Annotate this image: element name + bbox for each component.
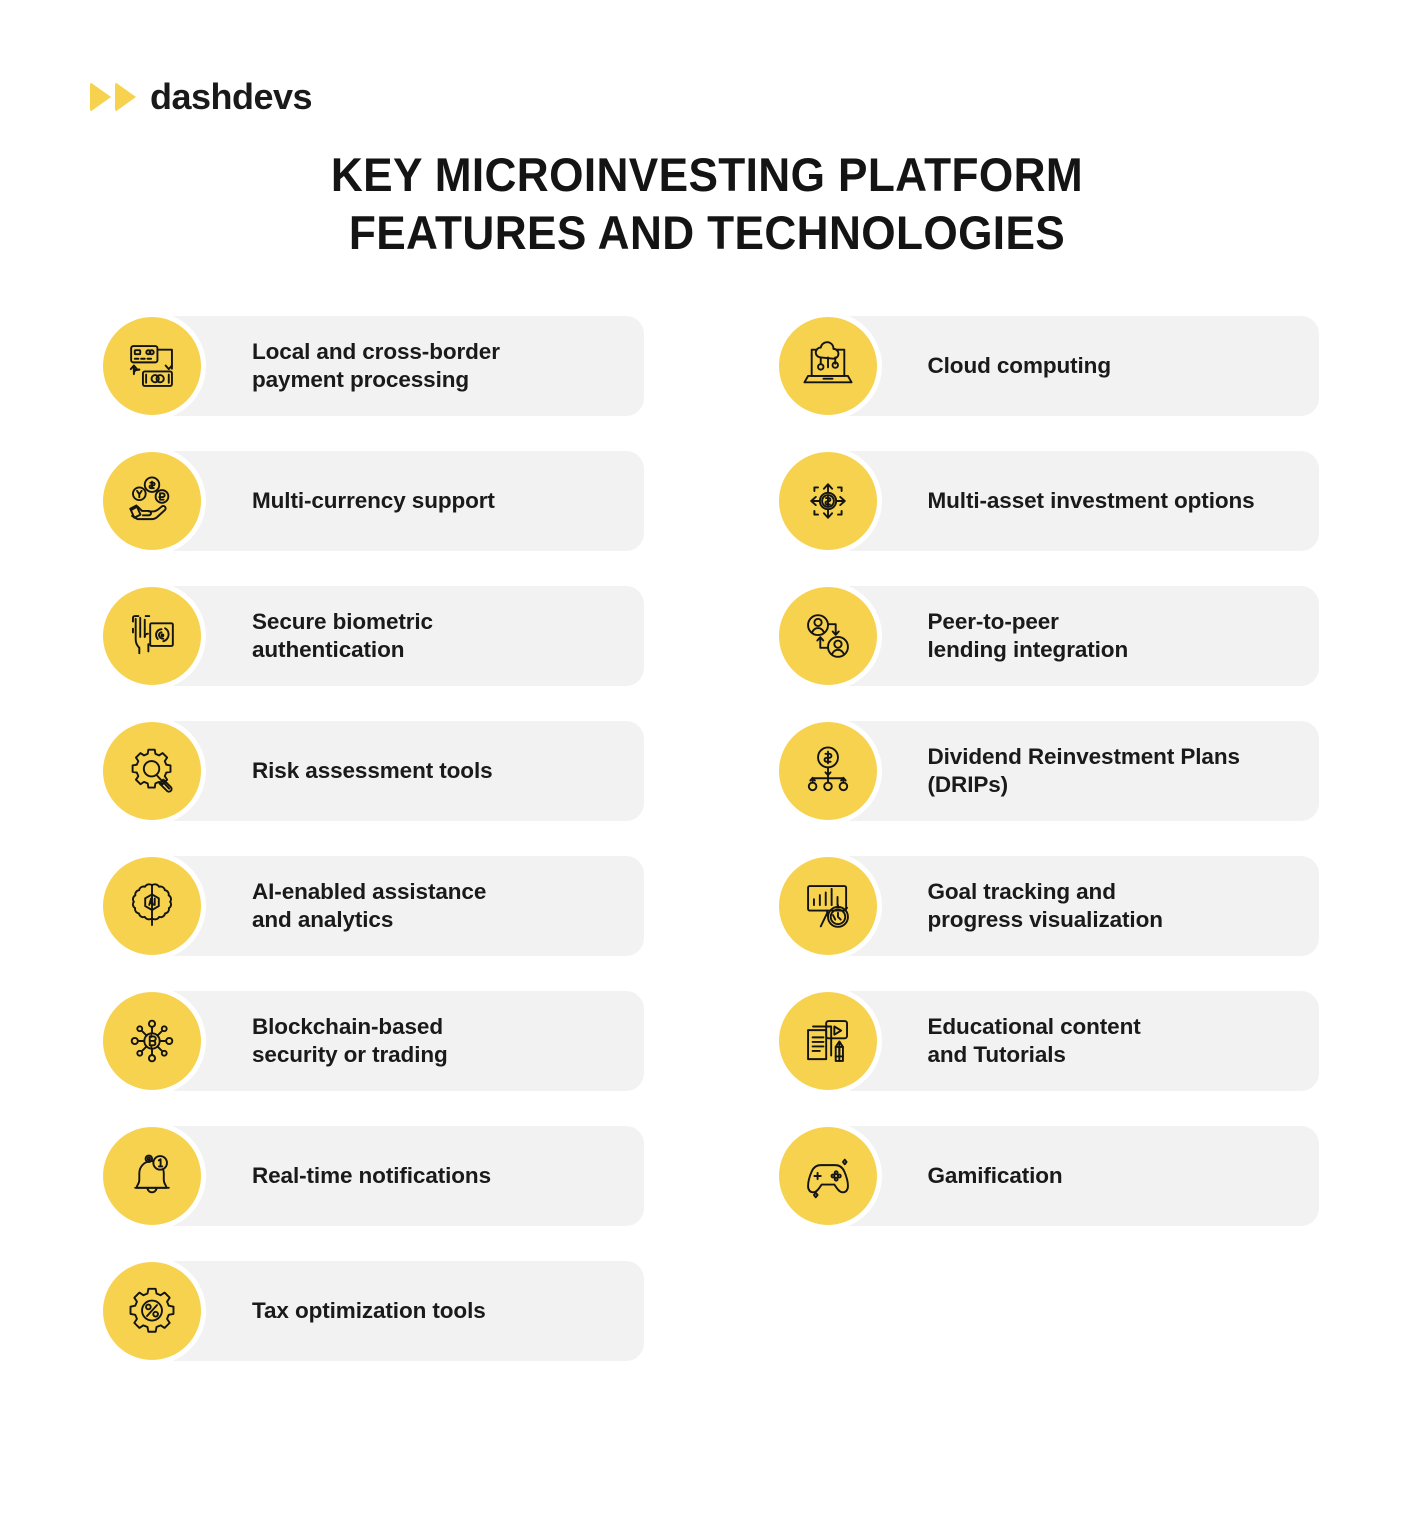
feature-item: Educational content and Tutorials — [773, 987, 1319, 1095]
feature-pill — [831, 316, 1319, 416]
features-column-right: Cloud computing Multi-asset investment o… — [773, 312, 1319, 1392]
feature-item: Dividend Reinvestment Plans (DRIPs) — [773, 717, 1319, 825]
game-controller-icon — [773, 1122, 882, 1230]
brain-ai-icon — [98, 852, 206, 960]
features-column-left: Local and cross-border payment processin… — [98, 312, 644, 1392]
feature-item: Cloud computing — [773, 312, 1319, 420]
double-play-triangle-icon — [90, 82, 136, 112]
page-title-line-1: KEY MICROINVESTING PLATFORM — [330, 148, 1084, 201]
feature-pill — [156, 1126, 644, 1226]
feature-item: Tax optimization tools — [98, 1257, 644, 1365]
feature-item: Multi-currency support — [98, 447, 644, 555]
feature-label: Gamification — [927, 1163, 1063, 1188]
feature-item: Gamification — [773, 1122, 1319, 1230]
feature-pill — [156, 316, 644, 416]
feature-pill — [156, 451, 644, 551]
feature-label: AI-enabled assistance and analytics — [252, 879, 487, 932]
dollar-branching-tree-icon — [773, 717, 882, 825]
brand-name: dashdevs — [150, 76, 313, 117]
page-title-line-2: FEATURES AND TECHNOLOGIES — [348, 206, 1066, 259]
feature-label: Multi-currency support — [252, 488, 495, 513]
feature-label: Goal tracking and progress visualization — [927, 879, 1163, 932]
page-title: KEY MICROINVESTING PLATFORM FEATURES AND… — [42, 146, 1371, 262]
feature-pill — [831, 991, 1319, 1091]
feature-pill — [156, 721, 644, 821]
feature-label: Dividend Reinvestment Plans (DRIPs) — [927, 744, 1240, 797]
document-video-pencil-icon — [773, 987, 882, 1095]
fingerprint-scan-icon — [98, 582, 206, 690]
feature-pill — [831, 721, 1319, 821]
feature-label: Blockchain-based security or trading — [252, 1014, 448, 1067]
bar-chart-stopwatch-icon — [773, 852, 882, 960]
feature-label: Risk assessment tools — [252, 758, 493, 783]
feature-item: Real-time notifications — [98, 1122, 644, 1230]
bitcoin-network-icon — [98, 987, 206, 1095]
feature-item: Secure biometric authentication — [98, 582, 644, 690]
dollar-four-arrows-icon — [773, 447, 882, 555]
two-users-exchange-icon — [773, 582, 882, 690]
feature-label: Real-time notifications — [252, 1163, 491, 1188]
feature-item: AI-enabled assistance and analytics — [98, 852, 644, 960]
card-to-cash-transfer-icon — [98, 312, 206, 420]
laptop-cloud-icon — [773, 312, 882, 420]
feature-pill — [831, 856, 1319, 956]
feature-label: Cloud computing — [927, 353, 1112, 378]
feature-pill — [156, 991, 644, 1091]
feature-pill — [156, 586, 644, 686]
feature-item: Peer-to-peer lending integration — [773, 582, 1319, 690]
feature-label: Tax optimization tools — [252, 1298, 486, 1323]
feature-item: Local and cross-border payment processin… — [98, 312, 644, 420]
feature-item: Blockchain-based security or trading — [98, 987, 644, 1095]
hand-with-coins-icon — [98, 447, 206, 555]
feature-pill — [831, 586, 1319, 686]
feature-item: Risk assessment tools — [98, 717, 644, 825]
gear-magnifier-icon — [98, 717, 206, 825]
feature-pill — [156, 1261, 644, 1361]
feature-label: Secure biometric authentication — [252, 609, 433, 662]
feature-label: Educational content and Tutorials — [927, 1014, 1141, 1067]
feature-pill — [156, 856, 644, 956]
feature-item: Goal tracking and progress visualization — [773, 852, 1319, 960]
brand-logo: dashdevs — [90, 76, 313, 118]
feature-pill — [831, 1126, 1319, 1226]
gear-percent-icon — [98, 1257, 206, 1365]
feature-label: Multi-asset investment options — [927, 488, 1255, 513]
feature-item: Multi-asset investment options — [773, 447, 1319, 555]
features-grid: Local and cross-border payment processin… — [0, 312, 1414, 1392]
feature-pill — [831, 451, 1319, 551]
feature-label: Peer-to-peer lending integration — [927, 609, 1129, 662]
bell-badge-icon — [98, 1122, 206, 1230]
feature-label: Local and cross-border payment processin… — [252, 339, 500, 392]
